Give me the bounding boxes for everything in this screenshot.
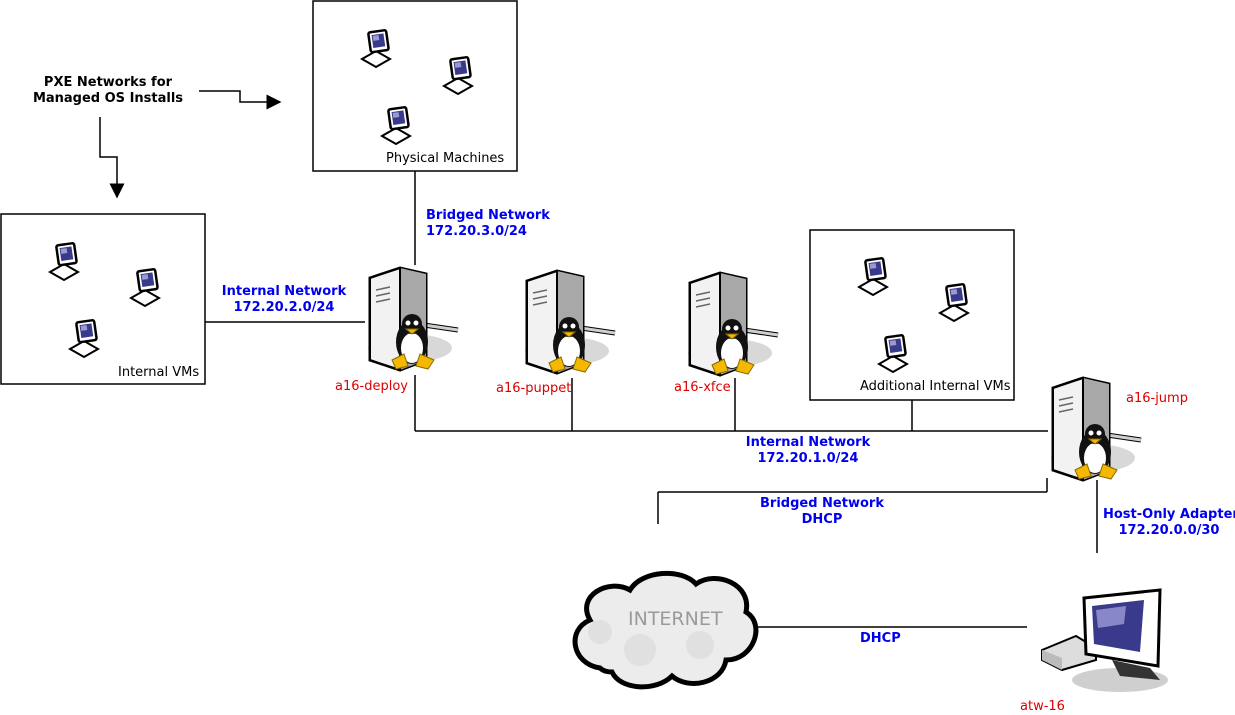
connection-lines <box>205 171 1098 628</box>
pxe-note: PXE Networks for Managed OS Installs <box>28 75 188 107</box>
bridged-dhcp-line2: DHCP <box>801 512 843 527</box>
host-deploy-label: a16-deploy <box>335 379 408 394</box>
host-puppet-label: a16-puppet <box>496 381 572 396</box>
bridged-top-line2: 172.20.3.0/24 <box>426 224 527 239</box>
internal-vms-box <box>0 213 206 385</box>
internal-left-line1: Internal Network <box>221 284 347 299</box>
bridged-network-top-label: Bridged Network 172.20.3.0/24 <box>426 208 550 240</box>
internal-main-line2: 172.20.1.0/24 <box>757 451 859 466</box>
additional-vms-box <box>809 229 1015 401</box>
internet-cloud-icon <box>572 570 759 690</box>
host-only-line2: 172.20.0.0/30 <box>1118 523 1220 538</box>
internal-network-left-label: Internal Network 172.20.2.0/24 <box>214 284 354 316</box>
additional-vms-label: Additional Internal VMs <box>860 379 1011 394</box>
internal-left-line2: 172.20.2.0/24 <box>233 300 335 315</box>
physical-machines-box <box>312 0 518 172</box>
pxe-note-line2: Managed OS Installs <box>32 91 184 106</box>
server-deploy-icon <box>368 268 458 370</box>
server-xfce-icon <box>688 273 778 375</box>
server-puppet-icon <box>525 271 615 373</box>
pxe-arrow-right <box>199 90 282 110</box>
internal-main-line1: Internal Network <box>745 435 871 450</box>
workstation-icon <box>1041 588 1168 692</box>
internal-network-main-label: Internal Network 172.20.1.0/24 <box>738 435 878 467</box>
internal-vms-label: Internal VMs <box>118 365 200 380</box>
pxe-note-line1: PXE Networks for <box>43 75 173 90</box>
pxe-arrow-down <box>99 117 125 199</box>
bridged-dhcp-label: Bridged Network DHCP <box>752 496 892 528</box>
workstation-label: atw-16 <box>1020 699 1065 714</box>
dhcp-label: DHCP <box>860 631 901 646</box>
bridged-dhcp-line1: Bridged Network <box>760 496 884 511</box>
bridged-top-line1: Bridged Network <box>426 208 550 223</box>
host-only-line1: Host-Only Adapter <box>1103 507 1235 522</box>
physical-machines-label: Physical Machines <box>386 151 505 166</box>
host-xfce-label: a16-xfce <box>674 380 731 395</box>
host-only-label: Host-Only Adapter 172.20.0.0/30 <box>1103 507 1235 539</box>
host-jump-label: a16-jump <box>1126 391 1188 406</box>
internet-label: INTERNET <box>628 608 723 630</box>
